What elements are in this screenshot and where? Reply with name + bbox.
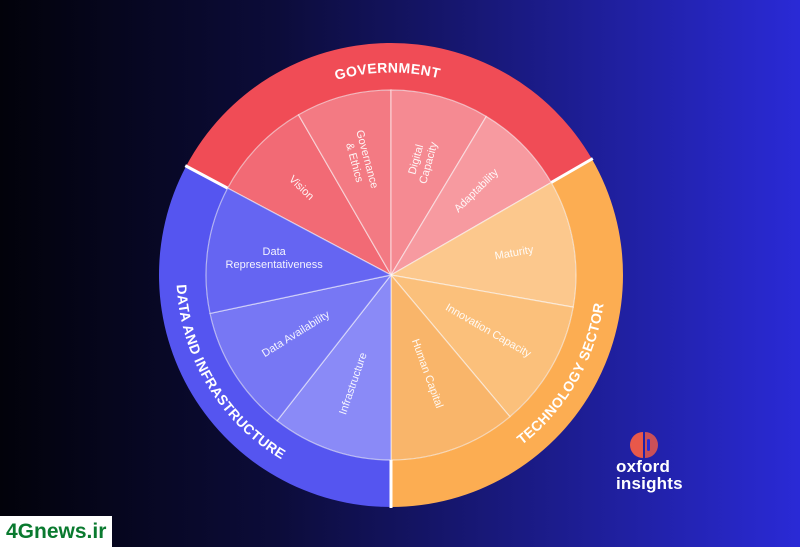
pillar-wedge xyxy=(389,274,574,418)
sector-separator xyxy=(184,164,229,190)
oxford-insights-logo-icon xyxy=(630,432,658,458)
watermark: 4Gnews.ir xyxy=(0,516,113,547)
pillar-wedge xyxy=(390,89,488,278)
pillar-wedge xyxy=(209,274,393,422)
pillar-wedge xyxy=(276,273,392,461)
sector-ring-government xyxy=(186,42,592,189)
pillar-wedge xyxy=(390,273,511,461)
pillar-wedge xyxy=(205,187,393,315)
logo-text-line1: oxford xyxy=(616,457,671,476)
logo-text-line2: insights xyxy=(616,474,683,493)
oxford-insights-logo: oxford insights xyxy=(616,428,736,498)
sector-separator xyxy=(550,157,594,184)
pillar-wedge xyxy=(226,113,393,277)
pillar-wedge xyxy=(389,115,553,277)
pillar-wedge xyxy=(297,89,392,278)
pillar-wedge xyxy=(389,181,577,308)
sector-ring-data xyxy=(158,166,391,508)
sector-ring-technology xyxy=(391,159,624,507)
